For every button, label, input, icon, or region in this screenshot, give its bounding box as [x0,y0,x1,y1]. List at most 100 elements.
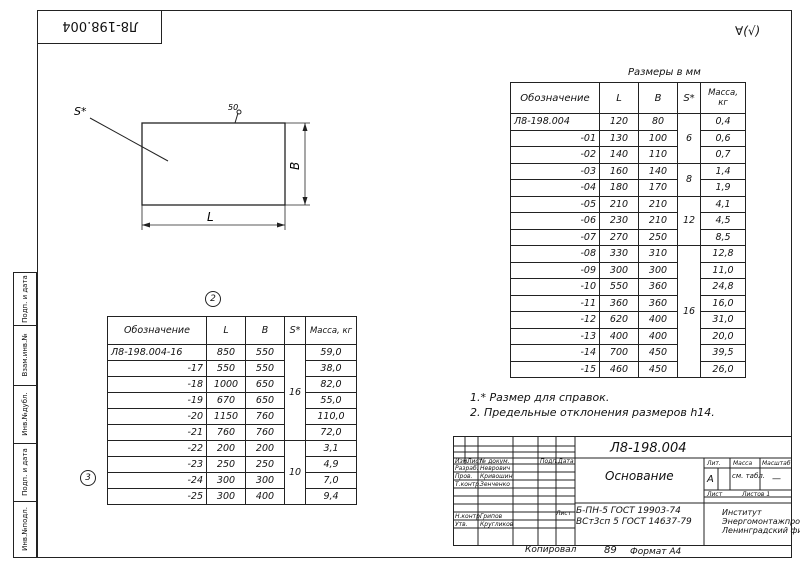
col-header: Масса, кг [305,316,357,345]
person-name: Неврович [480,465,511,472]
person-name: Грипов [480,513,503,520]
mass-value: см. табл. [732,472,765,480]
col-header: B [638,82,678,114]
rows-marker: 3 [80,470,96,486]
thickness-leader [89,117,169,162]
table2-marker: 2 [205,291,221,307]
role-label: Пров. [455,473,473,480]
table-header-row: Обозначение L B S* Масса, кг [510,82,746,114]
cell: 460 [599,360,639,378]
organization: ИнститутЭнергомонтажпроектЛенинградский … [722,508,800,535]
dim-B-label: B [288,162,302,170]
roughness-symbol: ∀(√) [735,24,761,38]
scale-value: — [772,474,781,484]
cell: 300 [638,261,678,279]
cell: 450 [638,360,678,378]
col-header: Обозначение [510,82,600,114]
format-label: Формат А4 [630,547,682,557]
finish-mark [236,109,242,115]
side-stamp: Подп. и дата Взам.инв.№ Инв.№дубл. Подп.… [13,272,37,558]
table-header-row: Обозначение L B S* Масса, кг [107,316,357,345]
role-label: Лист [467,458,483,465]
role-label: Утв. [455,521,468,528]
role-label: Разраб. [455,465,479,472]
units-caption: Размеры в мм [628,67,701,78]
cell: 16 [677,245,701,378]
cell: 55,0 [305,392,357,409]
sheet-label: Лист [556,510,572,517]
arrow-B-top [302,123,308,131]
copied-by: Копировал [525,545,577,555]
person-name: Кругликов [480,521,514,528]
finish-leader [234,112,239,124]
drawing-frame [37,10,792,558]
mass-header: Масса [733,460,753,467]
plate-outline [141,122,286,206]
material-line-2: ВСт3сп 5 ГОСТ 14637-79 [576,517,692,527]
org-line: Институт [722,508,762,517]
cell: 9,4 [305,488,357,505]
top-stamp: Л8-198.004 [37,10,162,44]
role-label: Подп. [540,458,559,465]
lit-header: Лит. [707,460,721,467]
role-label: Изм. [455,458,470,465]
col-header: L [599,82,639,114]
arrow-L-right [277,222,285,228]
side-cell: Инв.№дубл. [14,385,36,444]
arrow-L-left [142,222,150,228]
note-1: 1.* Размер для справок. [470,391,610,404]
scale-header: Масштаб [762,460,791,467]
person-name: Кривошин [480,473,513,480]
org-line: Ленинградский филиал [722,526,800,535]
variants-table: Обозначение L B S* Масса, кг Л8-198.004-… [107,316,357,505]
col-header: B [245,316,285,345]
cell: 26,0 [700,360,746,378]
dim-L-label: L [207,210,214,224]
org-line: Энергомонтажпроект [722,517,800,526]
document-code: Л8-198.004 [610,441,687,456]
s-label: S* [74,105,87,118]
material-line-1: Б-ПН-5 ГОСТ 19903-74 [576,506,681,516]
side-cell: Взам.инв.№ [14,325,36,386]
sheet-header: Лист [707,491,723,498]
role-label: Дата [558,458,574,465]
document-name: Основание [605,469,674,483]
lit-value: А [707,474,714,485]
col-header: Масса, кг [700,82,746,114]
page-mark: 89 [604,545,617,556]
side-cell: Подп. и дата [14,273,36,326]
finish-label: 50 [228,103,238,112]
role-label: Т.контр. [455,481,482,488]
note-2: 2. Предельные отклонения размеров h14. [470,406,715,419]
role-label: Н.контр. [455,513,482,520]
cell: 8 [677,162,701,197]
role-label: № докум. [480,458,510,465]
title-block [453,436,792,546]
sheets-header: Листов 1 [742,491,771,498]
arrow-B-bottom [302,197,308,205]
person-name: Зенченко [480,481,510,488]
